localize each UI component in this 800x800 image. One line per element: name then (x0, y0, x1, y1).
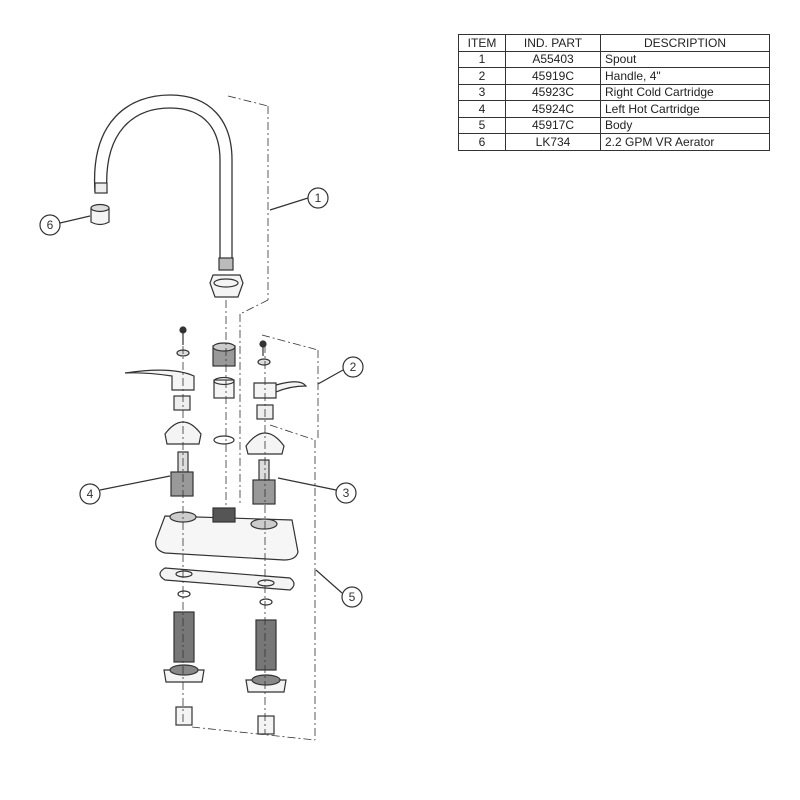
item-cell: 4 (458, 100, 506, 118)
svg-text:5: 5 (349, 590, 356, 604)
left-handle-assembly (124, 326, 202, 497)
deck-plate (159, 567, 295, 591)
callout-2: 2 (317, 356, 364, 385)
header-item: ITEM (458, 34, 506, 52)
svg-text:4: 4 (87, 487, 94, 501)
part-cell: 45923C (505, 83, 601, 101)
right-handle-assembly (245, 340, 308, 505)
svg-text:2: 2 (350, 360, 357, 374)
callout-3: 3 (277, 477, 357, 504)
aerator (90, 203, 110, 226)
description-cell: Right Cold Cartridge (600, 83, 770, 101)
item-cell: 2 (458, 67, 506, 85)
part-cell: 45919C (505, 67, 601, 85)
description-cell: 2.2 GPM VR Aerator (600, 133, 770, 151)
part-cell: 45924C (505, 100, 601, 118)
svg-text:1: 1 (315, 191, 322, 205)
header-description: DESCRIPTION (600, 34, 770, 52)
callout-5: 5 (315, 569, 363, 608)
header-part: IND. PART (505, 34, 601, 52)
svg-text:3: 3 (343, 486, 350, 500)
left-shank (163, 590, 205, 726)
item-cell: 6 (458, 133, 506, 151)
callout-1: 1 (269, 187, 329, 211)
part-cell: A55403 (505, 50, 601, 68)
right-shank (245, 598, 287, 735)
spout-seals (212, 342, 236, 445)
callout-6: 6 (39, 214, 91, 236)
part-cell: LK734 (505, 133, 601, 151)
spout (93, 94, 244, 298)
description-cell: Spout (600, 50, 770, 68)
item-cell: 1 (458, 50, 506, 68)
svg-text:6: 6 (47, 218, 54, 232)
description-cell: Body (600, 116, 770, 134)
item-cell: 3 (458, 83, 506, 101)
table-header-row: ITEM IND. PART DESCRIPTION (458, 34, 770, 52)
part-cell: 45917C (505, 116, 601, 134)
description-cell: Handle, 4" (600, 67, 770, 85)
callout-4: 4 (79, 475, 171, 505)
faucet-body (155, 507, 299, 561)
item-cell: 5 (458, 116, 506, 134)
assembly-guide-lines (182, 95, 319, 741)
description-cell: Left Hot Cartridge (600, 100, 770, 118)
